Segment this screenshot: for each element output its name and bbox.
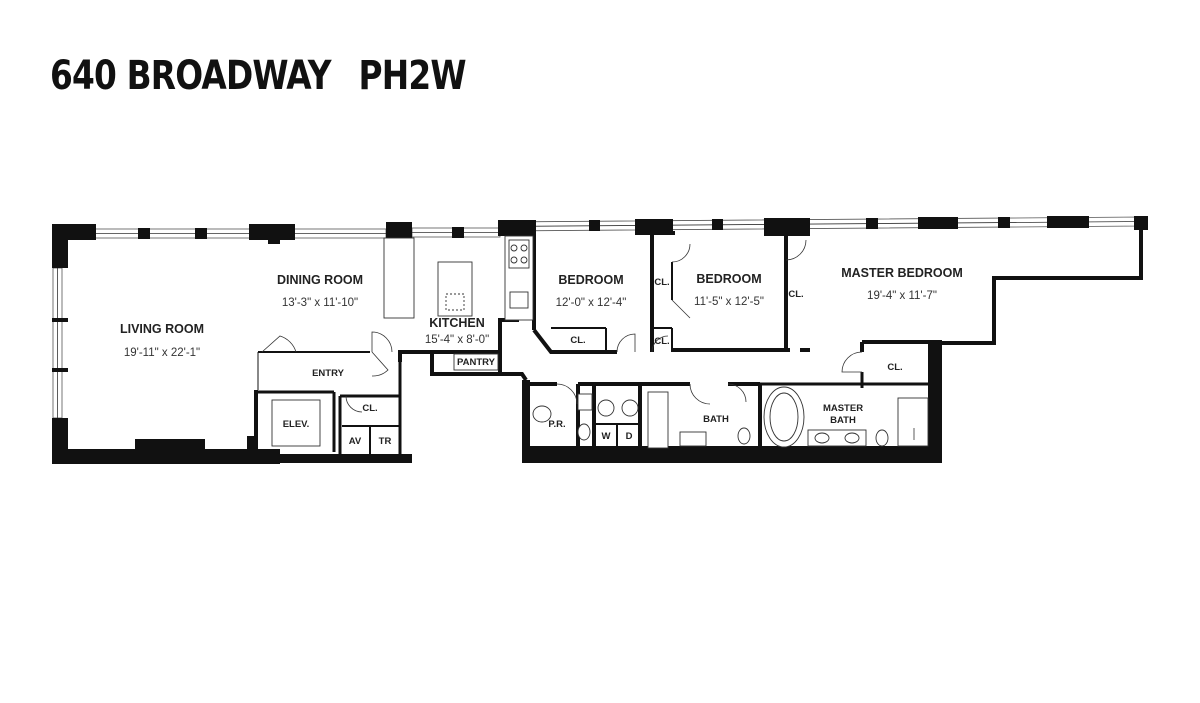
- room-labels: LIVING ROOM 19'-11" x 22'-1" DINING ROOM…: [120, 266, 963, 447]
- interior-walls: [254, 231, 930, 454]
- window-strip: [52, 216, 1141, 419]
- bath-label: BATH: [703, 414, 729, 425]
- master-closet-label: CL.: [788, 289, 803, 300]
- dining-room-dims: 13'-3" x 11'-10": [282, 297, 358, 309]
- bedroom-2-label: BEDROOM: [696, 272, 761, 286]
- master-bath-closet-label: CL.: [887, 362, 902, 373]
- master-bedroom-label: MASTER BEDROOM: [841, 266, 963, 280]
- kitchen-label: KITCHEN: [429, 316, 485, 330]
- bedroom-1-closet-label: CL.: [570, 335, 585, 346]
- master-bedroom-dims: 19'-4" x 11'-7": [867, 290, 937, 302]
- door-swings: [261, 239, 863, 413]
- powder-room-label: P.R.: [548, 419, 565, 430]
- kitchen-dims: 15'-4" x 8'-0": [425, 334, 489, 346]
- living-room-dims: 19'-11" x 22'-1": [124, 347, 200, 359]
- kitchen-fixtures: [383, 235, 534, 371]
- bedroom-2-closet-label: CL.: [654, 277, 669, 288]
- dryer-label: D: [626, 431, 633, 442]
- building-address: 640 BROADWAY: [50, 53, 331, 99]
- bedroom-1-label: BEDROOM: [558, 273, 623, 287]
- dining-room-label: DINING ROOM: [277, 273, 363, 287]
- master-bath-label-line2: BATH: [830, 415, 856, 426]
- master-bath-label-line1: MASTER: [823, 403, 863, 414]
- entry-label: ENTRY: [312, 368, 345, 379]
- bedroom-2-dims: 11'-5" x 12'-5": [694, 296, 764, 308]
- elevator-label: ELEV.: [283, 419, 310, 430]
- living-room-label: LIVING ROOM: [120, 322, 204, 336]
- entry-closet-label: CL.: [362, 403, 377, 414]
- bath-fixtures: [532, 386, 929, 449]
- listing-title: 640 BROADWAY PH2W: [50, 52, 467, 100]
- washer-label: W: [602, 431, 611, 442]
- exterior-walls: [52, 228, 1143, 464]
- tr-closet-label: TR: [379, 436, 392, 447]
- facade-piers: [52, 216, 1148, 464]
- pantry-label: PANTRY: [457, 357, 496, 368]
- av-closet-label: AV: [349, 436, 362, 447]
- hall-closet-label: CL.: [654, 336, 669, 347]
- unit-number: PH2W: [358, 53, 466, 99]
- bedroom-1-dims: 12'-0" x 12'-4": [556, 297, 627, 309]
